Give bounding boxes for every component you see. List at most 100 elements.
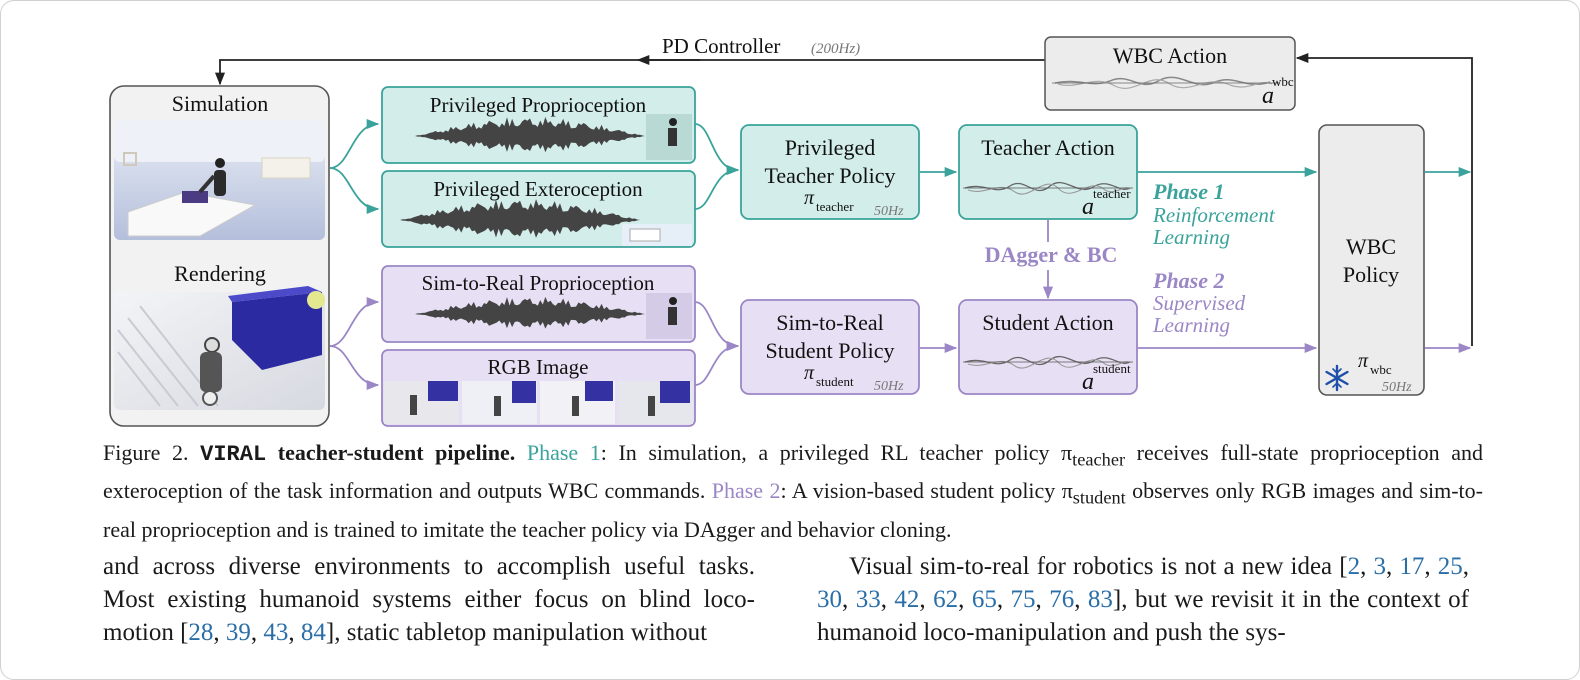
citation-link[interactable]: 30: [817, 586, 842, 613]
caption-title: teacher-student pipeline.: [277, 440, 516, 465]
rgb-frame-2: [462, 381, 537, 424]
rgb-image-label: RGB Image: [488, 355, 589, 379]
citation-link[interactable]: 17: [1399, 553, 1425, 580]
pd-controller-label: PD Controller: [662, 34, 780, 58]
teacher-policy-rate: 50Hz: [874, 204, 904, 219]
privileged-exteroception-label: Privileged Exteroception: [433, 177, 643, 201]
student-policy-line2: Student Policy: [766, 338, 895, 363]
rgb-frame-4: [618, 381, 693, 424]
wbc-policy-symbol: π: [1358, 350, 1369, 372]
phase1-label: Phase 1 Reinforcement Learning: [1152, 179, 1276, 249]
simulation-label: Simulation: [172, 91, 269, 116]
phase1-title: Phase 1: [1152, 179, 1225, 204]
wbc-policy-line1: WBC: [1346, 234, 1396, 259]
citation-link[interactable]: 3: [1373, 553, 1387, 580]
citation-link[interactable]: 65: [971, 586, 997, 613]
dagger-bc-label: DAgger & BC: [985, 242, 1118, 267]
pipeline-diagram: PD Controller (200Hz) WBC Action a wbc S…: [109, 34, 1473, 427]
student-action-title: Student Action: [982, 310, 1113, 335]
caption-text1b: receives full-state proprioception and e…: [103, 440, 1483, 504]
teacher-action-symbol: a: [1082, 194, 1094, 220]
citation-link[interactable]: 84: [300, 619, 326, 646]
citation-link[interactable]: 43: [263, 619, 289, 646]
body-column-left: and across diverse environments to accom…: [103, 550, 755, 649]
student-policy-subscript: student: [816, 374, 854, 389]
wbc-policy-line2: Policy: [1343, 262, 1399, 287]
wbc-policy-box: WBC Policy π wbc 50Hz: [1318, 124, 1425, 396]
simulation-image: [114, 120, 325, 240]
caption-sub-teacher: teacher: [1072, 449, 1126, 470]
teacher-policy-symbol: π: [804, 187, 815, 209]
teacher-policy-box: Privileged Teacher Policy π teacher 50Hz: [740, 124, 920, 220]
student-policy-box: Sim-to-Real Student Policy π student 50H…: [740, 299, 920, 395]
left-text-1: and across diverse environments to accom…: [103, 553, 755, 646]
teacher-action-title: Teacher Action: [981, 135, 1114, 160]
figure-caption: Figure 2. VIRAL teacher-student pipeline…: [103, 437, 1483, 545]
sim-to-real-proprioception-label: Sim-to-Real Proprioception: [422, 271, 655, 295]
teacher-policy-line1: Privileged: [785, 135, 875, 160]
citation-link[interactable]: 76: [1049, 586, 1075, 613]
student-action-symbol: a: [1082, 369, 1094, 395]
wbc-action-symbol: a: [1262, 83, 1274, 109]
wbc-policy-rate: 50Hz: [1382, 380, 1412, 395]
citation-link[interactable]: 42: [894, 586, 920, 613]
citation-link[interactable]: 2: [1347, 553, 1361, 580]
student-policy-line1: Sim-to-Real: [776, 310, 884, 335]
right-text-1: Visual sim-to-real for robotics is not a…: [849, 553, 1348, 580]
wbc-action-superscript: wbc: [1272, 74, 1294, 89]
rendering-label: Rendering: [174, 261, 266, 286]
student-action-waveform: [964, 355, 1131, 366]
rgb-frame-1: [384, 381, 459, 424]
citation-link[interactable]: 39: [225, 619, 251, 646]
wbc-action-box: WBC Action a wbc: [1044, 36, 1296, 111]
sim-to-real-proprioception-box: Sim-to-Real Proprioception: [381, 265, 696, 343]
student-action-box: Student Action a student: [958, 299, 1138, 395]
left-citations: 28, 39, 43, 84: [188, 619, 326, 646]
rendering-image: [114, 286, 325, 410]
proprioception-waveform: [415, 117, 645, 153]
caption-sub-student: student: [1072, 487, 1126, 508]
fan-out-connectors: [329, 118, 740, 391]
citation-link[interactable]: 83: [1087, 586, 1113, 613]
figure-label: Figure 2.: [103, 440, 189, 465]
privileged-exteroception-box: Privileged Exteroception: [381, 170, 696, 248]
caption-phase2: Phase 2: [711, 478, 781, 504]
teacher-policy-subscript: teacher: [816, 199, 854, 214]
phase2-line2: Learning: [1152, 313, 1230, 337]
rgb-frame-3: [540, 381, 615, 424]
citation-link[interactable]: 33: [855, 586, 881, 613]
rgb-image-box: RGB Image: [381, 349, 696, 427]
exteroception-waveform: [400, 199, 640, 238]
body-column-right: Visual sim-to-real for robotics is not a…: [817, 550, 1469, 649]
left-text-2: ], static tabletop manipulation without: [325, 619, 708, 646]
citation-link[interactable]: 75: [1010, 586, 1036, 613]
student-policy-symbol: π: [804, 362, 815, 384]
citation-link[interactable]: 28: [188, 619, 214, 646]
student-policy-rate: 50Hz: [874, 379, 904, 394]
wbc-action-title: WBC Action: [1113, 43, 1227, 68]
wbc-policy-subscript: wbc: [1370, 362, 1392, 377]
phase2-title: Phase 2: [1152, 268, 1225, 293]
privileged-proprioception-label: Privileged Proprioception: [430, 93, 647, 117]
student-action-superscript: student: [1093, 361, 1131, 376]
caption-text1a: : In simulation, a privileged RL teacher…: [600, 440, 1073, 465]
simulation-panel: Simulation Rendering: [109, 85, 330, 427]
caption-phase1: Phase 1: [526, 440, 601, 465]
teacher-action-box: Teacher Action a teacher: [958, 124, 1138, 220]
snowflake-icon: [1325, 364, 1349, 392]
teacher-action-waveform: [964, 181, 1131, 192]
phase1-line1: Reinforcement: [1152, 203, 1276, 227]
phase2-label: Phase 2 Supervised Learning: [1152, 268, 1246, 337]
phase1-line2: Learning: [1152, 225, 1230, 249]
teacher-policy-line2: Teacher Policy: [764, 163, 895, 188]
citation-link[interactable]: 62: [933, 586, 959, 613]
caption-text2b: observes only RGB images and sim-to-real…: [103, 478, 1483, 542]
right-text-2: ], but we revisit it in the context of h…: [817, 586, 1469, 646]
sim-to-real-waveform: [415, 296, 645, 329]
feedback-loop: PD Controller (200Hz): [214, 34, 1473, 346]
teacher-action-superscript: teacher: [1093, 186, 1131, 201]
phase2-line1: Supervised: [1153, 291, 1246, 315]
citation-link[interactable]: 25: [1437, 553, 1463, 580]
right-citations: 2, 3, 17, 25, 30, 33, 42, 62, 65, 75, 76…: [817, 553, 1470, 613]
